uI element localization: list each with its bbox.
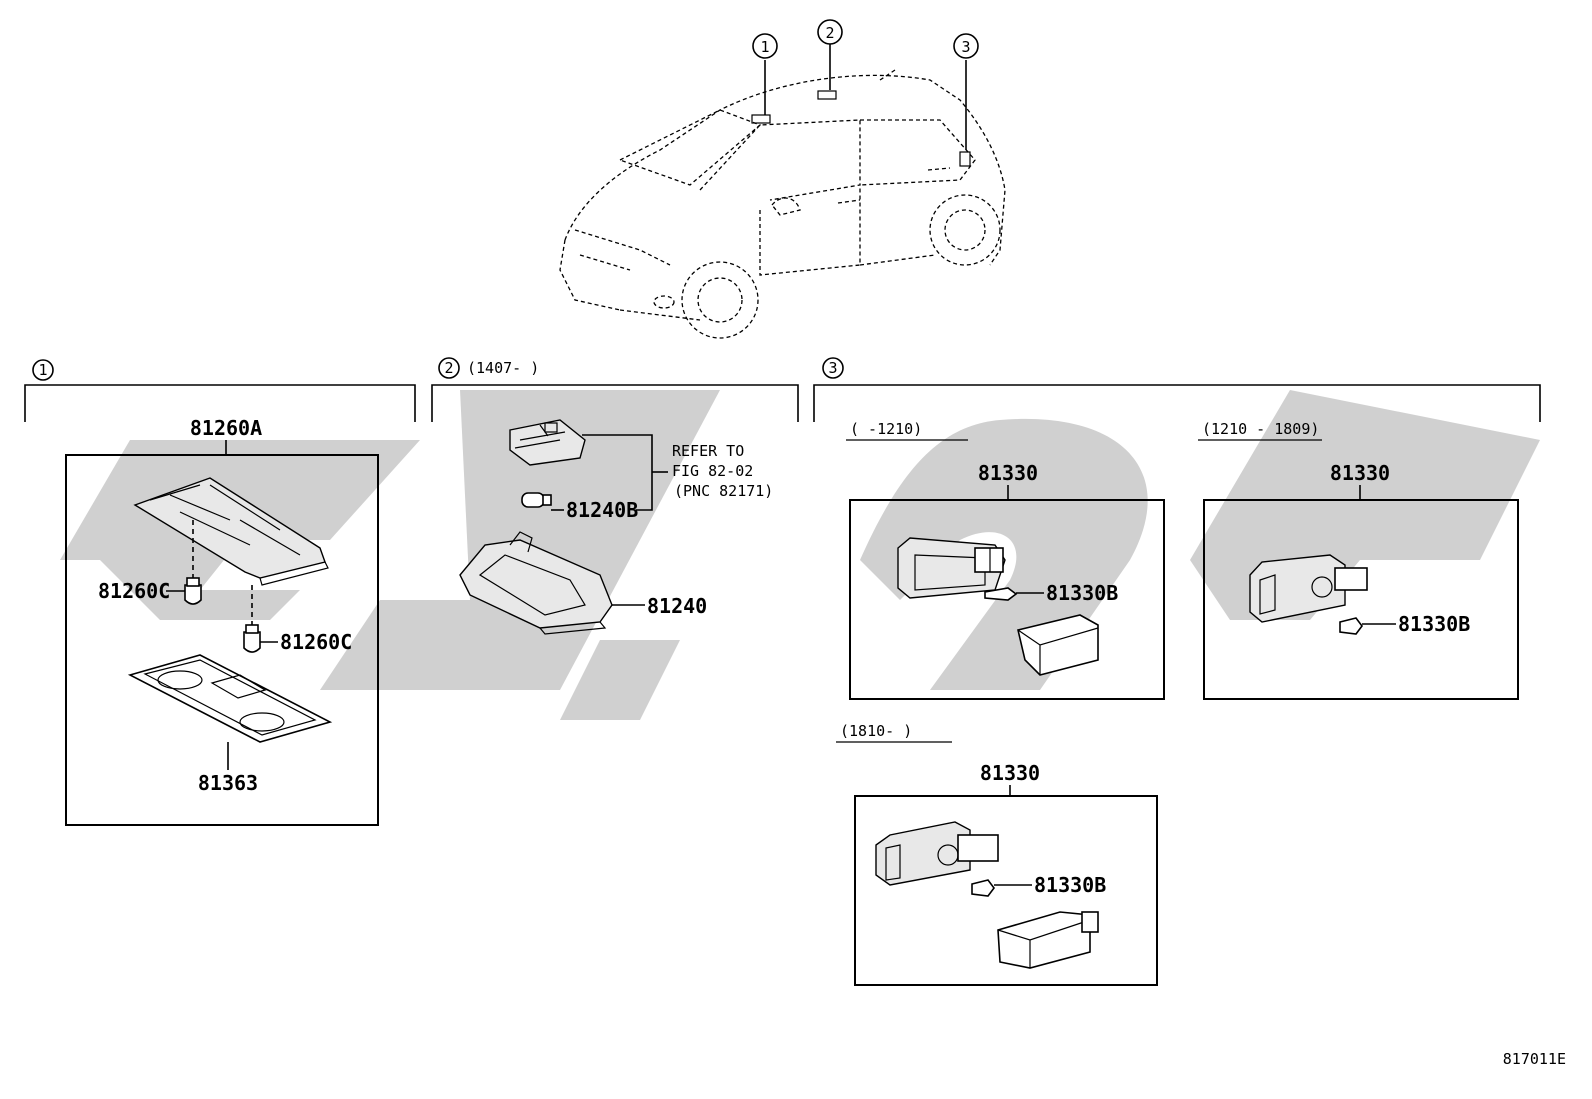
refer-to-text: REFER TO [672, 442, 744, 460]
variant-b-date-range: (1210 - 1809) [1202, 420, 1319, 438]
section-2-header: 2 (1407- ) [431, 357, 799, 422]
luggage-lamp-marker-3 [959, 151, 971, 167]
svg-text:3: 3 [828, 359, 837, 377]
variant-a-luggage-lamp [897, 537, 1006, 599]
bulb-81260C-right [243, 624, 261, 653]
variant-a-parts-box [849, 499, 1165, 700]
part-81260C-right-label: 81260C [280, 630, 352, 654]
figure-code: 817011E [1503, 1050, 1566, 1068]
variant-b-luggage-lamp [1249, 554, 1368, 623]
part-81363-label: 81363 [198, 771, 258, 795]
roof-lamp-marker-2 [817, 90, 837, 100]
variant-c-81330B-label: 81330B [1034, 873, 1106, 897]
map-lamp-housing [133, 477, 329, 586]
variant-a-bulb-81330B [984, 587, 1018, 601]
variant-c-81330-label: 81330 [980, 761, 1040, 785]
variant-c-date-range: (1810- ) [840, 722, 912, 740]
svg-text:2: 2 [825, 24, 834, 42]
car-overview-illustration [559, 44, 1006, 339]
section-3-header: 3 [813, 357, 1541, 422]
part-81240B-label: 81240B [566, 498, 638, 522]
variant-b-81330B-label: 81330B [1398, 612, 1470, 636]
part-81240-label: 81240 [647, 594, 707, 618]
refer-fig-text: FIG 82-02 [672, 462, 753, 480]
variant-a-date-range: ( -1210) [850, 420, 922, 438]
section-1-header: 1 [24, 359, 416, 422]
svg-text:2: 2 [444, 359, 453, 377]
section-1-parts-box [65, 454, 379, 826]
variant-a-81330B-label: 81330B [1046, 581, 1118, 605]
variant-a-81330-label: 81330 [978, 461, 1038, 485]
variant-b-81330-label: 81330 [1330, 461, 1390, 485]
refer-pnc-text: (PNC 82171) [674, 482, 773, 500]
variant-c-bulb-81330B [971, 879, 995, 897]
callout-2: 2 [817, 19, 843, 45]
lamp-lens-81363 [127, 654, 333, 743]
variant-a-lamp-cover [1017, 614, 1099, 676]
wiring-connector [509, 419, 586, 466]
svg-text:1: 1 [38, 361, 47, 379]
callout-3: 3 [953, 33, 979, 59]
variant-c-lamp-socket [997, 911, 1099, 969]
callout-1: 1 [752, 33, 778, 59]
variant-c-parts-box [854, 795, 1158, 986]
part-81260A-label: 81260A [190, 416, 262, 440]
roof-lamp-marker-1 [751, 114, 771, 124]
svg-text:1: 1 [760, 38, 769, 56]
svg-text:3: 3 [961, 38, 970, 56]
bulb-81240B [521, 492, 552, 508]
part-81260C-left-label: 81260C [98, 579, 170, 603]
variant-c-luggage-lamp [875, 821, 999, 886]
bulb-81260C-left [184, 577, 202, 605]
section-2-date-range: (1407- ) [467, 359, 539, 377]
variant-b-parts-box [1203, 499, 1519, 700]
room-lamp-81240 [459, 531, 613, 635]
variant-b-bulb-81330B [1339, 617, 1363, 635]
